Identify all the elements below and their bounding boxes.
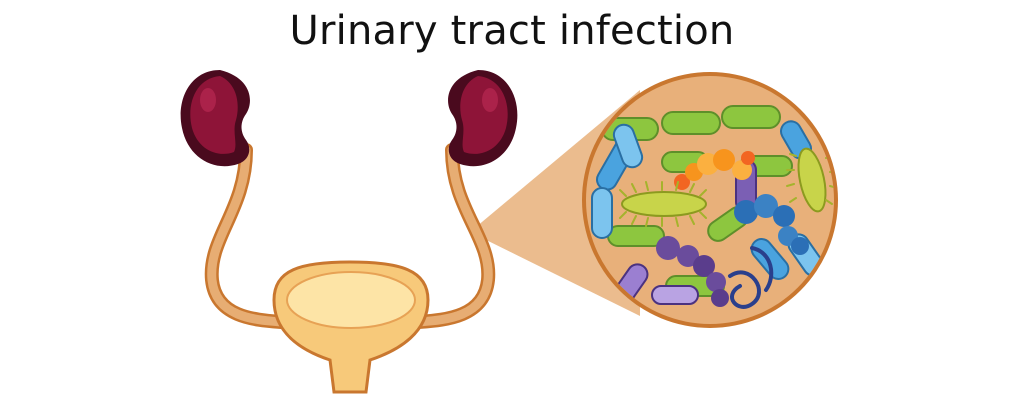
right-kidney xyxy=(448,70,518,167)
left-ureter xyxy=(204,143,289,329)
page-title: Urinary tract infection xyxy=(289,8,735,54)
flagellated-bacteria xyxy=(619,147,834,227)
magnified-bacteria-view xyxy=(582,72,838,328)
right-ureter xyxy=(411,143,496,329)
blue-cocci xyxy=(734,194,809,255)
left-kidney xyxy=(180,70,250,167)
purple-bacteria xyxy=(611,159,774,309)
bladder xyxy=(272,260,430,394)
orange-cocci xyxy=(674,149,755,190)
